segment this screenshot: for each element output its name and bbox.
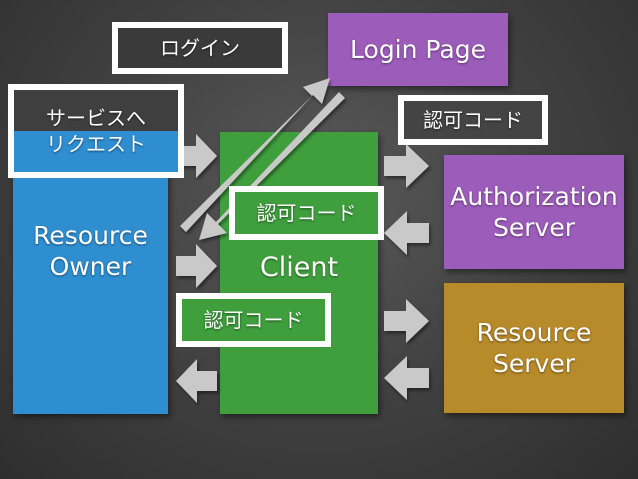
login-label: ログイン	[112, 22, 288, 74]
service-request-label-text: サービスへ リクエスト	[46, 106, 146, 156]
client-label: Client	[259, 252, 339, 284]
auth-code-label-right-text: 認可コード	[423, 108, 523, 132]
login-page-box: Login Page	[328, 13, 508, 86]
auth-code-label-middle-text: 認可コード	[256, 201, 357, 225]
arrow-resourceserver-to-client	[384, 356, 429, 400]
arrow-owner-to-client-mid	[176, 244, 217, 288]
resource-server-label: Resource Server	[476, 317, 592, 378]
arrow-client-to-resourceserver	[384, 299, 429, 343]
login-page-label: Login Page	[350, 34, 486, 64]
arrow-authserver-to-client	[384, 211, 429, 255]
arrow-client-to-owner	[176, 359, 217, 403]
auth-code-label-right: 認可コード	[398, 95, 548, 145]
login-label-text: ログイン	[160, 36, 240, 60]
arrow-client-to-authserver	[384, 144, 429, 188]
auth-code-label-bottom-text: 認可コード	[203, 308, 304, 332]
arrow-client-to-loginpage	[180, 78, 330, 232]
service-request-label: サービスへ リクエスト	[8, 84, 184, 178]
arrow-owner-to-client-top	[176, 134, 217, 178]
resource-owner-box: Resource Owner	[13, 132, 168, 414]
authorization-server-label: Authorization Server	[450, 181, 618, 242]
client-box: Client	[220, 132, 378, 414]
auth-code-label-bottom: 認可コード	[176, 293, 331, 347]
resource-owner-label: Resource Owner	[33, 220, 148, 281]
auth-code-label-middle: 認可コード	[229, 186, 384, 240]
authorization-server-box: Authorization Server	[444, 155, 624, 269]
resource-server-box: Resource Server	[444, 283, 624, 413]
